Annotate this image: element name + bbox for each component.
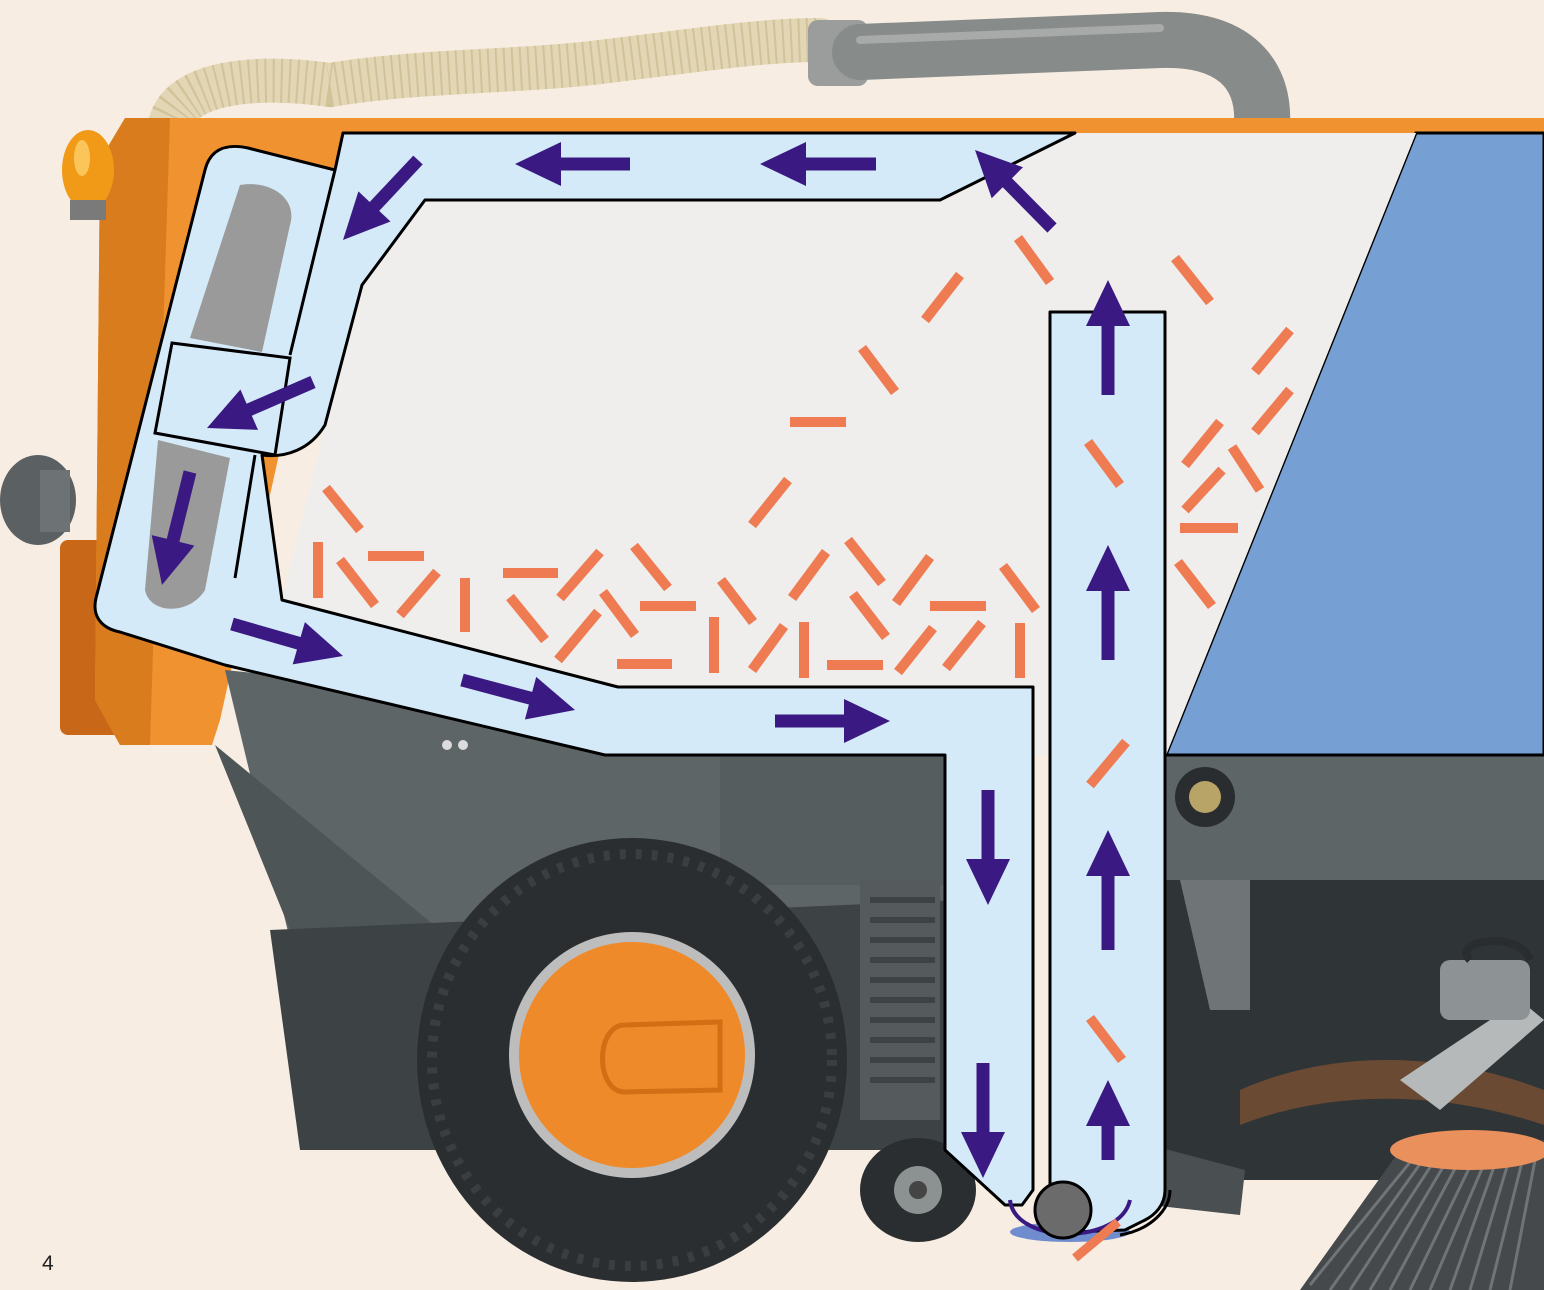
rear-lamp <box>0 455 76 545</box>
suction-hose <box>170 20 1262 125</box>
page-number: 4 <box>42 1252 54 1276</box>
rear-wheel <box>417 838 847 1282</box>
